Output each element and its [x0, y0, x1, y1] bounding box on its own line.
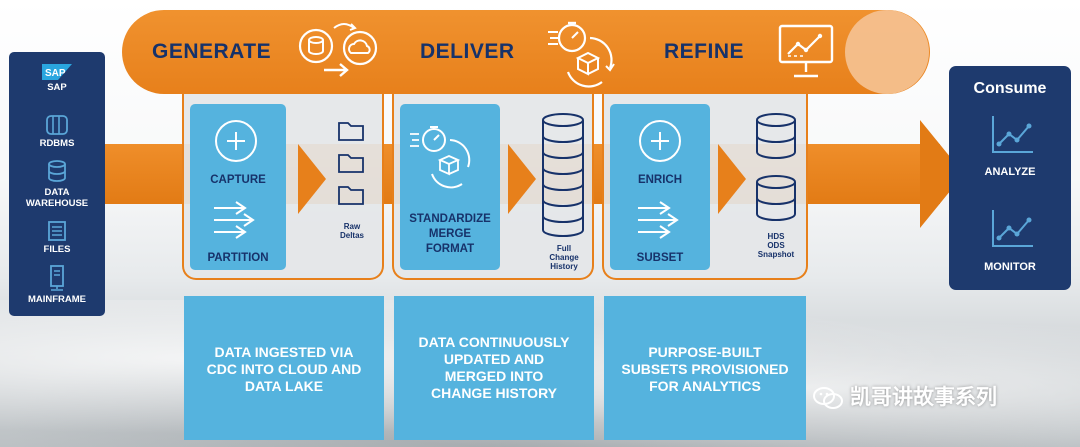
sap-logo-icon: SAP	[42, 64, 72, 80]
analyze-label: ANALYZE	[984, 166, 1036, 178]
mainframe-icon	[50, 265, 64, 291]
deliver-description: DATA CONTINUOUSLY UPDATED AND MERGED INT…	[418, 334, 570, 401]
source-mainframe: MAINFRAME	[9, 264, 105, 305]
generate-description-box: DATA INGESTED VIA CDC INTO CLOUD AND DAT…	[184, 296, 384, 440]
stage-title-refine: REFINE	[664, 40, 745, 63]
enrich-label: ENRICH	[637, 174, 683, 186]
data-sources-panel: SAP SAP RDBMS DATA WAREHOUSE FILES MAINF…	[9, 52, 105, 316]
monitor-label: MONITOR	[984, 261, 1036, 273]
generate-description: DATA INGESTED VIA CDC INTO CLOUD AND DAT…	[206, 344, 362, 394]
files-icon	[48, 221, 66, 241]
deliver-chevron	[508, 144, 536, 214]
partition-label: PARTITION	[207, 252, 269, 264]
generate-chevron	[298, 144, 326, 214]
monitor-chart-icon	[992, 210, 1033, 247]
refine-description-box: PURPOSE-BUILT SUBSETS PROVISIONED FOR AN…	[604, 296, 806, 440]
raw-deltas-folders-icon	[338, 122, 364, 205]
source-sap-label: SAP	[47, 82, 67, 93]
refine-monitor-chart-icon	[778, 24, 834, 78]
snapshot-databases-icon	[756, 113, 796, 221]
consume-title: Consume	[973, 80, 1047, 97]
deliver-description-box: DATA CONTINUOUSLY UPDATED AND MERGED INT…	[394, 296, 594, 440]
source-data-warehouse: DATA WAREHOUSE	[9, 159, 105, 209]
database-tables-icon	[46, 115, 68, 135]
consume-panel: Consume ANALYZE MONITOR	[949, 66, 1071, 290]
source-sap: SAP SAP	[9, 64, 105, 93]
capture-plus-icon	[215, 120, 257, 162]
enrich-subset-card	[610, 104, 710, 270]
wechat-icon	[813, 387, 843, 409]
source-files: FILES	[9, 220, 105, 255]
enrich-plus-icon	[639, 120, 681, 162]
source-data-warehouse-label: DATA WAREHOUSE	[25, 187, 89, 209]
source-rdbms: RDBMS	[9, 114, 105, 149]
generate-transform-icon	[298, 23, 378, 77]
change-history-database-stack-icon	[542, 113, 584, 237]
data-warehouse-icon	[48, 160, 66, 182]
source-files-label: FILES	[43, 244, 71, 255]
standardize-cycle-icon	[410, 126, 471, 189]
source-rdbms-label: RDBMS	[39, 138, 75, 149]
watermark-text: 凯哥讲故事系列	[850, 386, 997, 409]
standardize-merge-format-label: STANDARDIZE MERGE FORMAT	[409, 213, 491, 255]
deliver-cycle-icon	[548, 21, 615, 88]
capture-label: CAPTURE	[210, 174, 266, 186]
stage-title-generate: GENERATE	[152, 40, 272, 63]
raw-deltas-label: Raw Deltas	[339, 222, 364, 240]
stage-banner	[122, 10, 930, 94]
refine-chevron	[718, 144, 746, 214]
subset-label: SUBSET	[636, 252, 684, 264]
partition-split-arrows-icon	[214, 201, 255, 239]
analyze-chart-icon	[992, 116, 1033, 153]
hds-ods-snapshot-label: HDS ODS Snapshot	[757, 232, 795, 259]
stage-title-deliver: DELIVER	[420, 40, 515, 63]
svg-text:SAP: SAP	[45, 68, 66, 79]
source-mainframe-label: MAINFRAME	[27, 294, 87, 305]
full-change-history-label: Full Change History	[549, 244, 579, 271]
subset-split-arrows-icon	[638, 201, 679, 239]
refine-description: PURPOSE-BUILT SUBSETS PROVISIONED FOR AN…	[621, 344, 789, 394]
capture-partition-card	[190, 104, 286, 270]
stage-banner-cap	[845, 10, 929, 94]
